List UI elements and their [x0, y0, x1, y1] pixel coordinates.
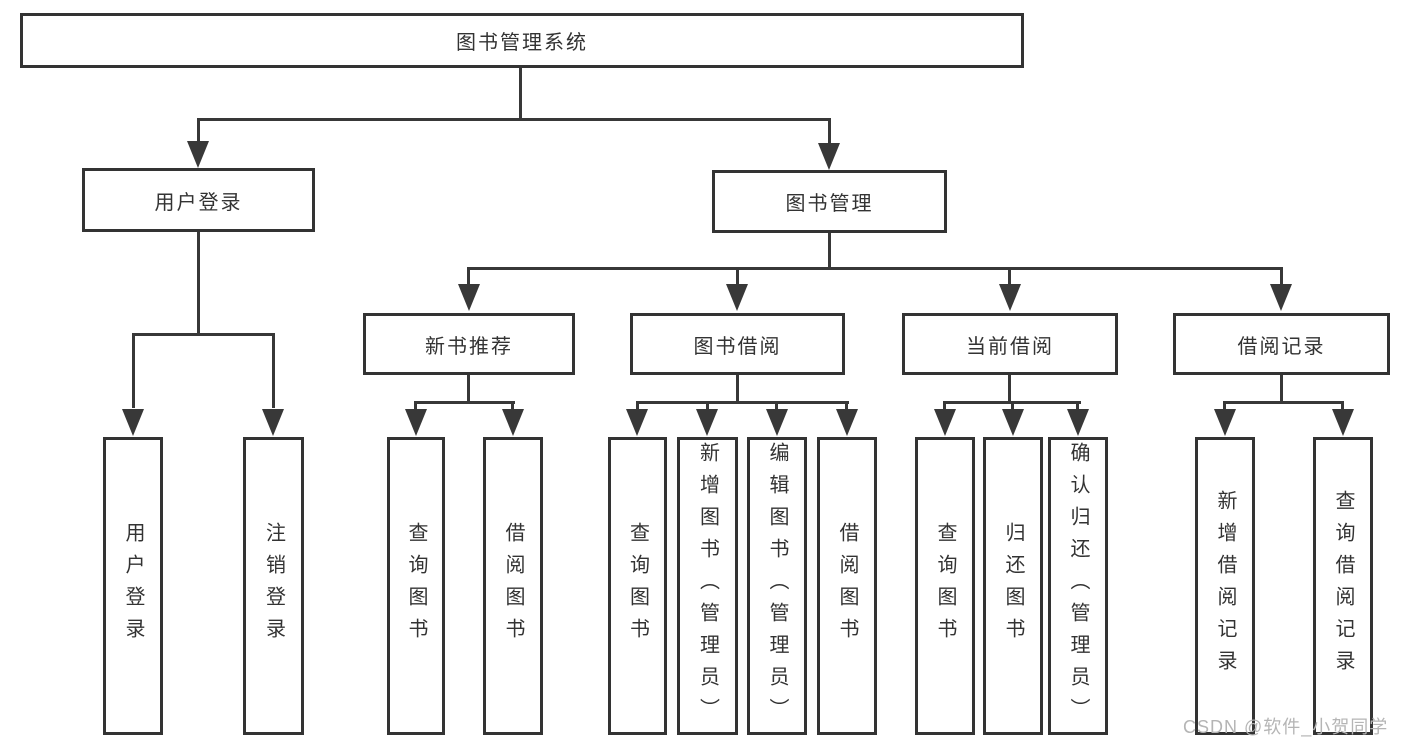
- leaf-label: 借阅图书: [502, 522, 524, 650]
- connector-drop-confirm-return: [1076, 401, 1079, 411]
- leaf-label: 查询图书: [626, 522, 649, 650]
- leaf-label: 注销登录: [262, 522, 285, 650]
- leaf-label: 编辑图书（管理员）: [766, 442, 788, 730]
- arrowhead-query-recommend: [405, 409, 427, 436]
- connector-book-management-stem: [828, 233, 831, 269]
- arrowhead-book-management: [818, 143, 840, 170]
- leaf-label: 确认归还（管理员）: [1067, 442, 1089, 730]
- leaf-label: 新增借阅记录: [1214, 490, 1236, 682]
- arrowhead-confirm-return: [1067, 409, 1089, 436]
- leaf-label: 查询图书: [405, 522, 427, 650]
- arrowhead-query-record: [1332, 409, 1354, 436]
- connector-drop-borrow-books: [845, 401, 848, 411]
- node-book-management: 图书管理: [712, 170, 947, 233]
- leaf-query-books-current: 查询图书: [915, 437, 975, 735]
- connector-current-stem: [1008, 375, 1011, 403]
- arrowhead-current-borrow: [999, 284, 1021, 311]
- arrowhead-new-book-recommend: [458, 284, 480, 311]
- connector-recommend-stem: [467, 375, 470, 403]
- arrowhead-add-record: [1214, 409, 1236, 436]
- leaf-label: 新增图书（管理员）: [696, 442, 719, 730]
- leaf-label: 归还图书: [1002, 522, 1024, 650]
- arrowhead-return-books: [1002, 409, 1024, 436]
- arrowhead-query-borrow: [626, 409, 648, 436]
- leaf-query-borrow-record: 查询借阅记录: [1313, 437, 1373, 735]
- node-label: 图书管理: [785, 193, 874, 215]
- arrowhead-borrow-recommend: [502, 409, 524, 436]
- node-label: 图书管理系统: [456, 32, 588, 54]
- leaf-edit-books-admin: 编辑图书（管理员）: [747, 437, 807, 735]
- leaf-add-books-admin: 新增图书（管理员）: [677, 437, 738, 735]
- connector-drop-query-record: [1341, 401, 1344, 411]
- connector-root-stem: [519, 68, 522, 120]
- arrowhead-edit-books: [766, 409, 788, 436]
- connector-drop-add-books: [706, 401, 709, 411]
- node-label: 图书借阅: [693, 335, 782, 358]
- leaf-borrow-books: 借阅图书: [817, 437, 877, 735]
- connector-drop-borrow-records: [1280, 267, 1283, 285]
- node-user-login: 用户登录: [82, 168, 315, 232]
- connector-drop-leaf-logout: [272, 333, 275, 408]
- leaf-user-login: 用户登录: [103, 437, 163, 735]
- connector-drop-borrow-recommend: [511, 401, 514, 411]
- arrowhead-query-current: [934, 409, 956, 436]
- arrowhead-borrow-records: [1270, 284, 1292, 311]
- arrowhead-leaf-user-login: [122, 409, 144, 436]
- connector-drop-query-recommend: [414, 401, 417, 411]
- leaf-confirm-return-admin: 确认归还（管理员）: [1048, 437, 1108, 735]
- connector-drop-query-borrow: [636, 401, 639, 411]
- connector-borrow-stem: [736, 375, 739, 403]
- leaf-label: 查询借阅记录: [1332, 490, 1354, 682]
- leaf-query-books-borrow: 查询图书: [608, 437, 667, 735]
- connector-drop-return-books: [1011, 401, 1014, 411]
- node-library-system: 图书管理系统: [20, 13, 1024, 68]
- connector-drop-edit-books: [775, 401, 778, 411]
- node-borrow-records: 借阅记录: [1173, 313, 1390, 375]
- connector-drop-user-login: [197, 118, 200, 144]
- node-book-borrow: 图书借阅: [630, 313, 845, 375]
- leaf-borrow-books-recommend: 借阅图书: [483, 437, 543, 735]
- leaf-return-books: 归还图书: [983, 437, 1043, 735]
- connector-drop-leaf-user-login: [132, 333, 135, 408]
- connector-records-rail: [1223, 401, 1344, 404]
- arrowhead-add-books: [696, 409, 718, 436]
- arrowhead-book-borrow: [726, 284, 748, 311]
- node-label: 借阅记录: [1237, 335, 1326, 358]
- arrowhead-borrow-books: [836, 409, 858, 436]
- node-label: 当前借阅: [966, 335, 1054, 358]
- connector-user-login-stem: [197, 232, 200, 335]
- connector-drop-book-management: [828, 118, 831, 144]
- arrowhead-user-login: [187, 141, 209, 168]
- connector-drop-new-book-recommend: [467, 267, 470, 285]
- leaf-label: 借阅图书: [836, 522, 858, 650]
- node-current-borrow: 当前借阅: [902, 313, 1118, 375]
- node-label: 用户登录: [154, 191, 243, 214]
- connector-drop-current-borrow: [1008, 267, 1011, 285]
- csdn-watermark: CSDN @软件_小贺同学: [1183, 717, 1389, 737]
- node-label: 新书推荐: [425, 335, 513, 358]
- connector-drop-book-borrow: [736, 267, 739, 285]
- leaf-add-borrow-record: 新增借阅记录: [1195, 437, 1255, 735]
- leaf-query-books-recommend: 查询图书: [387, 437, 445, 735]
- arrowhead-leaf-logout: [262, 409, 284, 436]
- connector-user-login-rail: [132, 333, 275, 336]
- connector-recommend-rail: [414, 401, 515, 404]
- connector-records-stem: [1280, 375, 1283, 403]
- connector-drop-query-current: [943, 401, 946, 411]
- node-new-book-recommend: 新书推荐: [363, 313, 575, 375]
- leaf-logout: 注销登录: [243, 437, 304, 735]
- connector-book-management-rail: [467, 267, 1283, 270]
- connector-root-rail: [197, 118, 831, 121]
- connector-borrow-rail: [636, 401, 849, 404]
- leaf-label: 用户登录: [122, 522, 144, 650]
- leaf-label: 查询图书: [934, 522, 956, 650]
- connector-drop-add-record: [1223, 401, 1226, 411]
